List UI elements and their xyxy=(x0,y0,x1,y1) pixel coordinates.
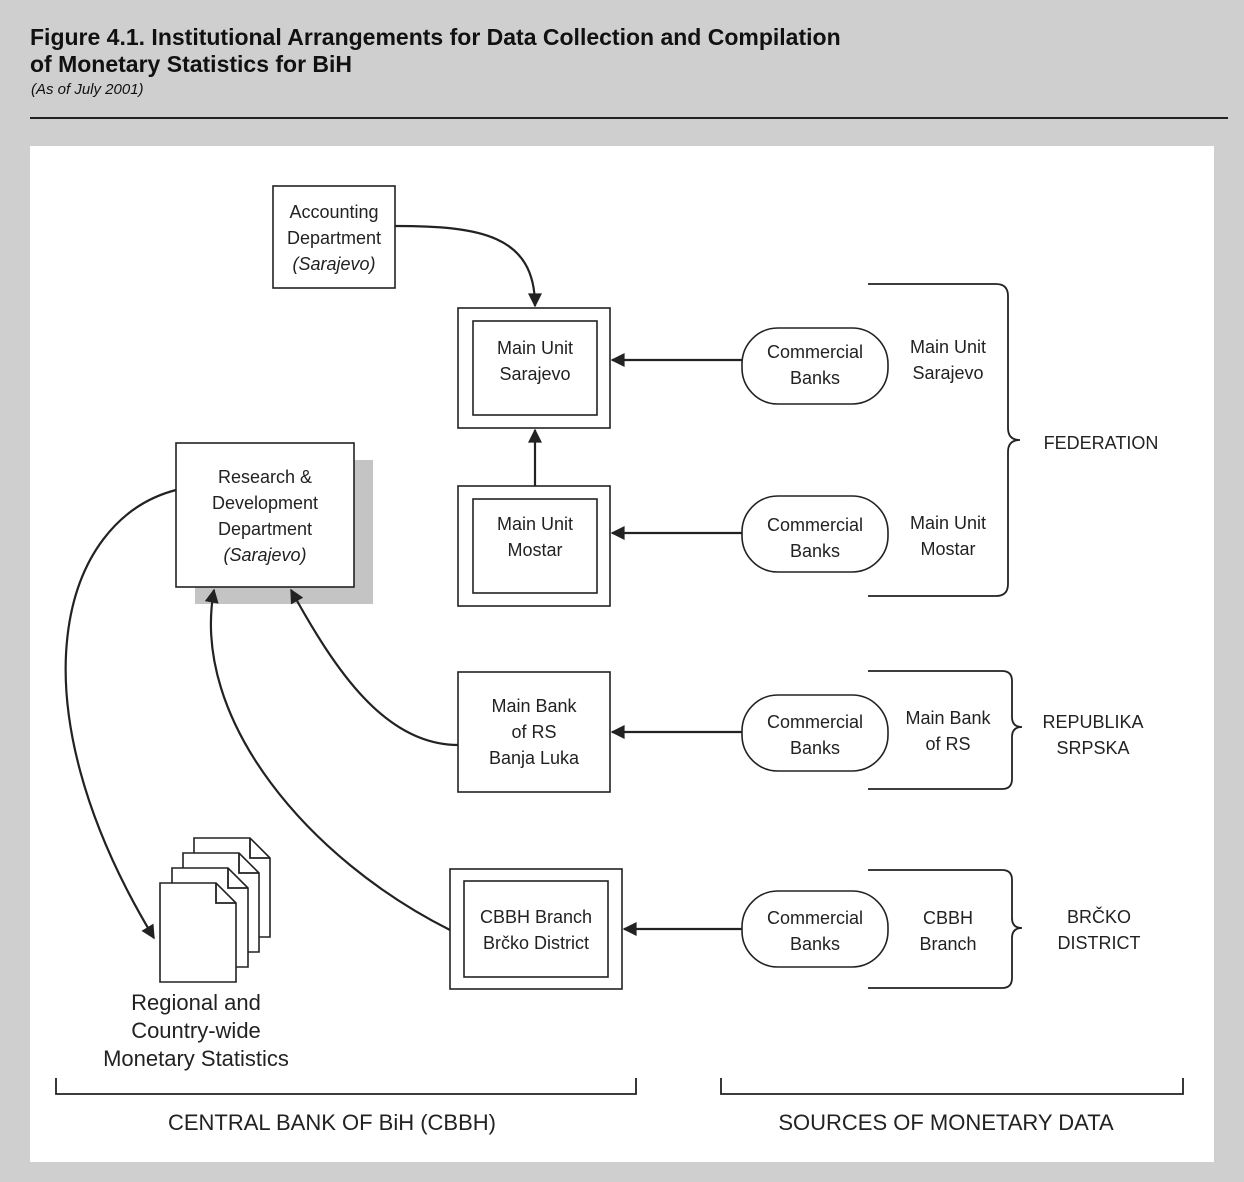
documents-stack-icon xyxy=(159,837,271,983)
source-label-rs-line1: Main Bank xyxy=(905,708,991,728)
accounting-line1: Accounting xyxy=(289,202,378,222)
arrow-rs-to-research xyxy=(290,588,459,747)
figure-title-line2: of Monetary Statistics for BiH xyxy=(30,51,353,77)
commercial-banks-brcko: Commercial Banks xyxy=(741,890,889,968)
source-label-mostar-line1: Main Unit xyxy=(910,513,986,533)
cbbh-branch-line1: CBBH Branch xyxy=(480,907,592,927)
research-department-node: Research & Development Department (Saraj… xyxy=(175,442,373,604)
rs-bracket xyxy=(868,670,1023,790)
cbbh-branch-node: CBBH Branch Brčko District xyxy=(449,868,623,990)
figure-subtitle: (As of July 2001) xyxy=(31,81,144,98)
main-unit-mostar-line1: Main Unit xyxy=(497,514,573,534)
commercial-banks-mostar-line1: Commercial xyxy=(767,515,863,535)
diagram-panel xyxy=(30,146,1214,1162)
central-bank-section-bracket xyxy=(55,1078,637,1095)
research-line1: Research & xyxy=(218,467,312,487)
accounting-line3: (Sarajevo) xyxy=(292,254,375,274)
federation-bracket xyxy=(868,283,1021,597)
title-divider xyxy=(30,117,1228,119)
source-label-sarajevo-line1: Main Unit xyxy=(910,337,986,357)
sources-section-bracket xyxy=(720,1078,1184,1095)
commercial-banks-mostar: Commercial Banks xyxy=(741,495,889,573)
cbbh-branch-line2: Brčko District xyxy=(483,933,589,953)
main-bank-rs-line1: Main Bank xyxy=(491,696,577,716)
arrow-brcko-to-research xyxy=(204,588,451,931)
statistics-line2: Country-wide xyxy=(131,1018,261,1043)
commercial-banks-rs-line1: Commercial xyxy=(767,712,863,732)
source-label-sarajevo-line2: Sarajevo xyxy=(912,363,983,383)
commercial-banks-rs-line2: Banks xyxy=(790,738,840,758)
main-bank-rs-node: Main Bank of RS Banja Luka xyxy=(457,671,611,793)
commercial-banks-sarajevo-line2: Banks xyxy=(790,368,840,388)
arrow-research-to-statistics xyxy=(64,488,177,940)
main-unit-mostar-line2: Mostar xyxy=(507,540,562,560)
commercial-banks-brcko-line1: Commercial xyxy=(767,908,863,928)
main-bank-rs-line3: Banja Luka xyxy=(489,748,580,768)
statistics-line3: Monetary Statistics xyxy=(103,1046,289,1071)
statistics-line1: Regional and xyxy=(131,990,261,1015)
section-central-bank: CENTRAL BANK OF BiH (CBBH) xyxy=(168,1110,496,1135)
source-label-mostar-line2: Mostar xyxy=(920,539,975,559)
arrow-accounting-to-sarajevo xyxy=(394,224,542,308)
main-unit-sarajevo-line1: Main Unit xyxy=(497,338,573,358)
commercial-banks-sarajevo-line1: Commercial xyxy=(767,342,863,362)
source-label-brcko-line1: CBBH xyxy=(923,908,973,928)
main-unit-sarajevo-node: Main Unit Sarajevo xyxy=(457,307,611,429)
accounting-line2: Department xyxy=(287,228,381,248)
region-federation: FEDERATION xyxy=(1044,433,1159,453)
main-unit-mostar-node: Main Unit Mostar xyxy=(457,485,611,607)
accounting-department-node: Accounting Department (Sarajevo) xyxy=(272,185,396,289)
main-bank-rs-line2: of RS xyxy=(511,722,556,742)
region-brcko-line1: BRČKO xyxy=(1067,906,1131,927)
main-unit-sarajevo-line2: Sarajevo xyxy=(499,364,570,384)
region-rs-line1: REPUBLIKA xyxy=(1042,712,1143,732)
region-brcko-line2: DISTRICT xyxy=(1058,933,1141,953)
source-label-rs-line2: of RS xyxy=(925,734,970,754)
brcko-bracket xyxy=(868,869,1023,989)
source-label-brcko-line2: Branch xyxy=(919,934,976,954)
commercial-banks-rs: Commercial Banks xyxy=(741,694,889,772)
commercial-banks-sarajevo: Commercial Banks xyxy=(741,327,889,405)
commercial-banks-mostar-line2: Banks xyxy=(790,541,840,561)
region-rs-line2: SRPSKA xyxy=(1056,738,1129,758)
research-line4: (Sarajevo) xyxy=(223,545,306,565)
figure-title-line1: Figure 4.1. Institutional Arrangements f… xyxy=(30,24,841,50)
commercial-banks-brcko-line2: Banks xyxy=(790,934,840,954)
section-sources: SOURCES OF MONETARY DATA xyxy=(778,1110,1114,1135)
research-line3: Department xyxy=(218,519,312,539)
research-line2: Development xyxy=(212,493,318,513)
